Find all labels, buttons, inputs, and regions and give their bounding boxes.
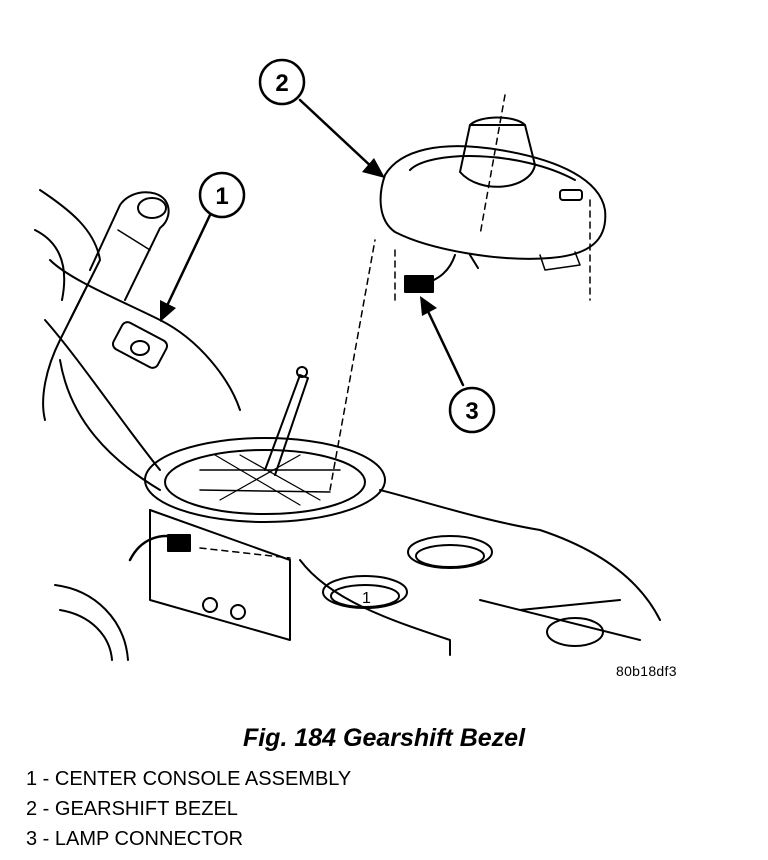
seat-outline [39,189,101,421]
leader-arrow-2 [298,98,377,172]
alignment-line [329,239,376,491]
alignment-line [199,547,291,559]
image-code: 80b18df3 [616,663,677,679]
figure-caption: Fig. 184 Gearshift Bezel [242,724,526,752]
callout-2: 2 [258,58,306,106]
callout-3: 3 [448,386,496,434]
callout-3-number: 3 [465,398,478,425]
floor-curve [54,584,129,661]
callout-1: 1 [198,171,246,219]
legend-list: 1 - CENTER CONSOLE ASSEMBLY 2 - GEARSHIF… [26,764,351,854]
gearshift-lever [264,366,309,476]
legend-item: 2 - GEARSHIFT BEZEL [26,798,238,820]
callout-1-number: 1 [215,183,228,210]
leader-arrow-1 [163,213,212,312]
callout-2-number: 2 [275,70,288,97]
gearshift-bezel [379,116,607,271]
legend-item: 3 - LAMP CONNECTOR [26,828,244,850]
leader-arrow-3 [423,303,465,387]
alignment-line [479,94,506,236]
floor-curve-inner [59,609,113,661]
parking-brake-handle [69,191,170,321]
center-console-assembly [44,259,661,656]
legend-item: 1 - CENTER CONSOLE ASSEMBLY [26,768,352,790]
exploded-view-illustration: 1 2 3 1 [34,58,661,661]
seat-edge [34,229,66,301]
lamp-connector [404,254,479,293]
console-part-label: 1 [362,590,371,607]
